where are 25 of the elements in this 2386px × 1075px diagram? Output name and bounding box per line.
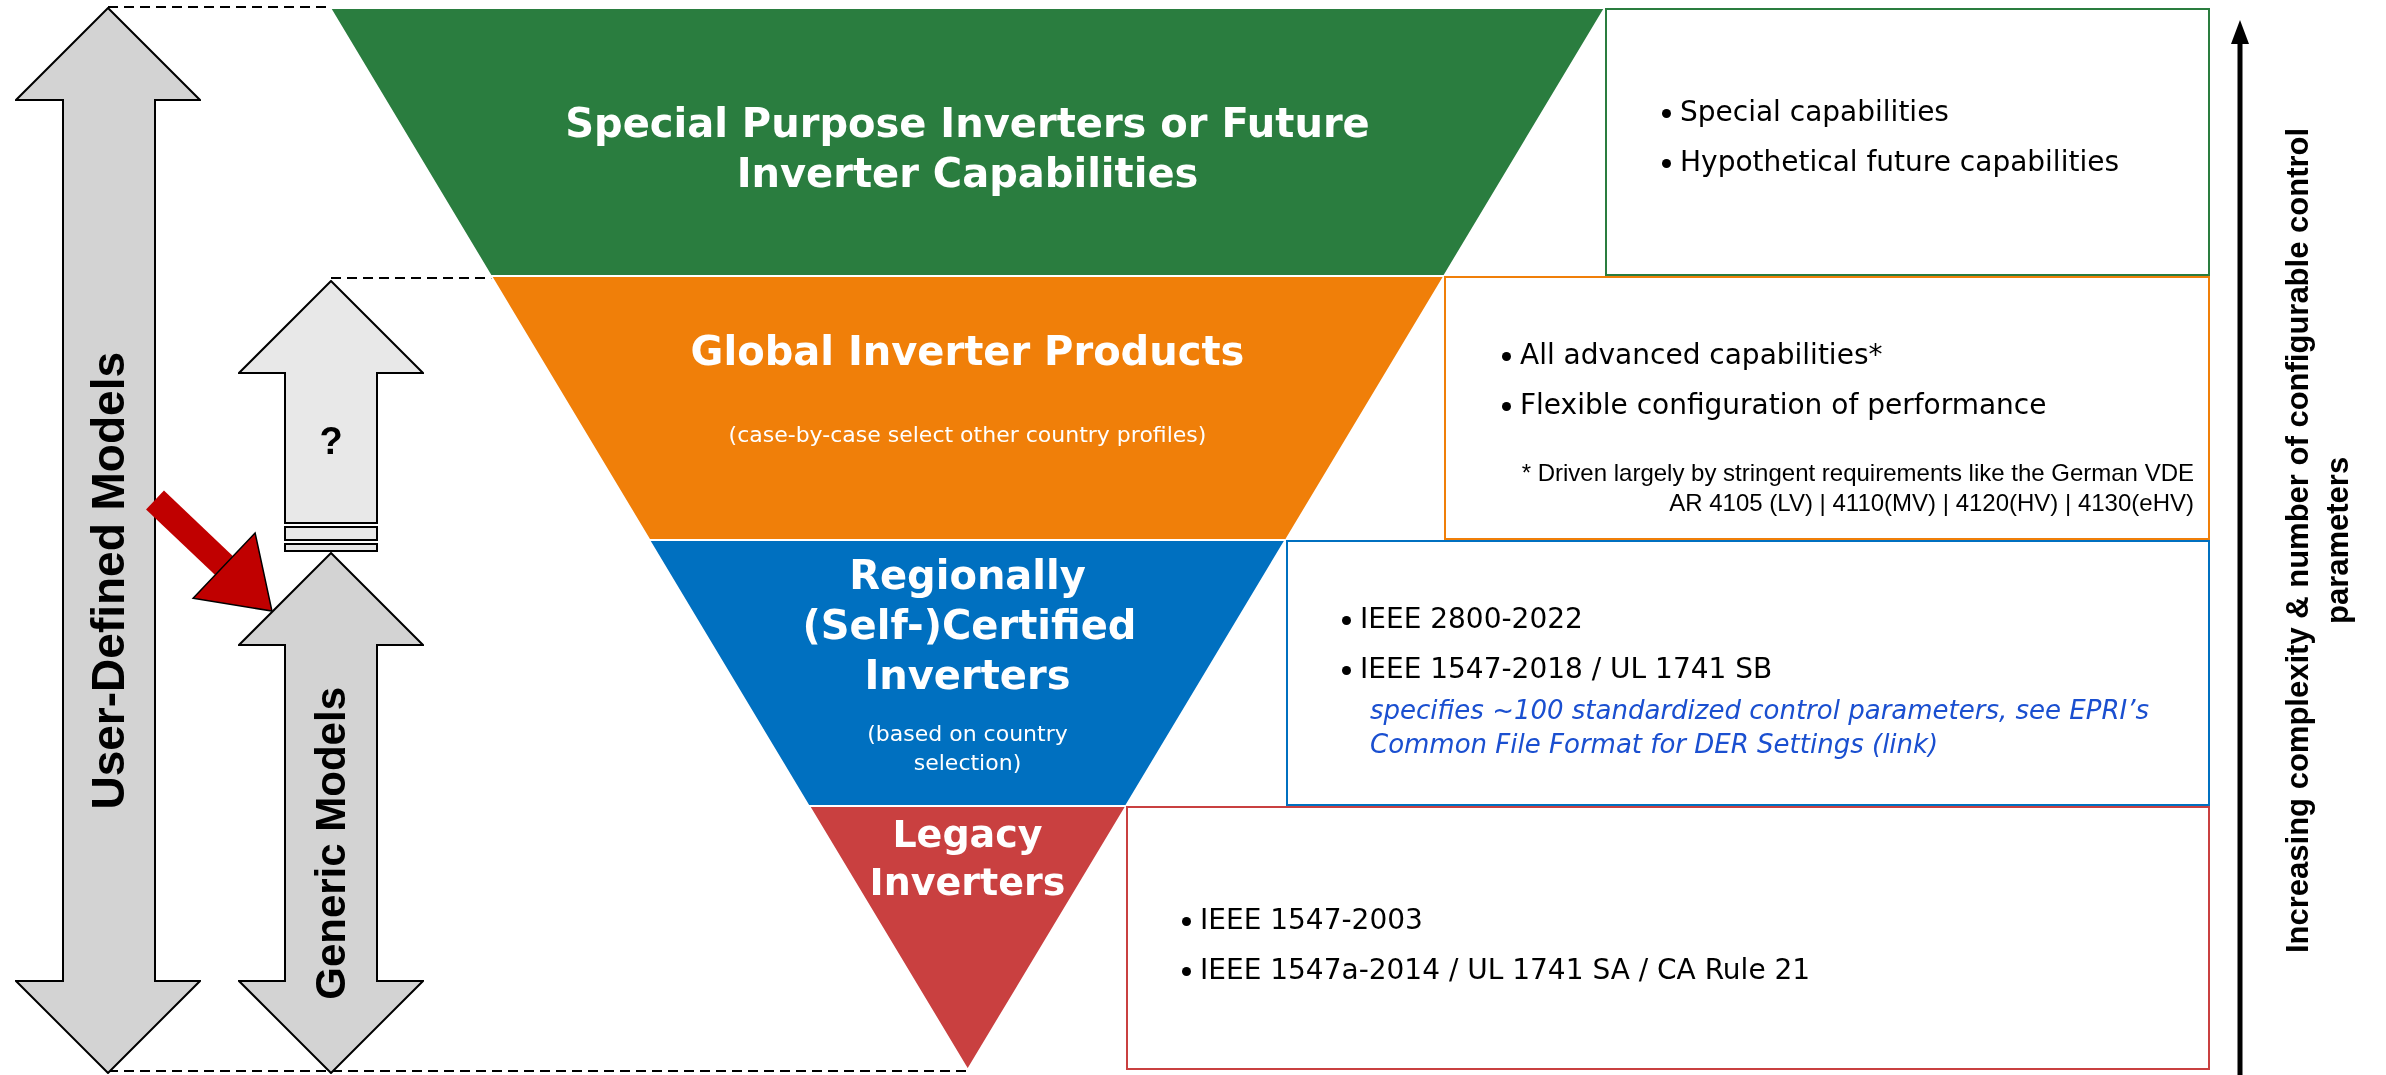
band-title: Legacy Inverters bbox=[868, 811, 1067, 906]
footnote: * Driven largely by stringent requirements like the German VDE AR 4105 (LV) | 4110(MV) | 4120(HV) | 4130(eHV) bbox=[1520, 458, 2194, 518]
arrow-label: User-Defined Models bbox=[81, 351, 135, 810]
bullet-text: IEEE 2800-2022 bbox=[1360, 602, 1583, 635]
band-title: Global Inverter Products bbox=[689, 327, 1246, 376]
info-box bbox=[1126, 806, 2210, 1070]
bullet-text: All advanced capabilities* bbox=[1520, 338, 1883, 371]
info-box bbox=[1285, 540, 2210, 806]
question-mark: ? bbox=[318, 420, 344, 463]
band-subtitle: (based on country selection) bbox=[866, 720, 1069, 777]
info-box bbox=[1444, 276, 2210, 540]
link-text: specifies ~100 standardized control parameters, see EPRI’s Common File Format for DER Settings (link) bbox=[1370, 694, 2150, 761]
band-title: Regionally (Self-)Certified Inverters bbox=[802, 551, 1133, 700]
bullet-text: IEEE 1547a-2014 / UL 1741 SA / CA Rule 21 bbox=[1200, 953, 1811, 986]
info-box bbox=[1605, 8, 2210, 276]
bullet-text: IEEE 1547-2018 / UL 1741 SB bbox=[1360, 652, 1773, 685]
band-subtitle: (case-by-case select other country profiles) bbox=[727, 421, 1208, 449]
block-arrow bbox=[146, 490, 273, 612]
bullet-text: IEEE 1547-2003 bbox=[1200, 903, 1423, 936]
bullet-text: Hypothetical future capabilities bbox=[1680, 145, 2119, 178]
band-title: Special Purpose Inverters or Future Inverter Capabilities bbox=[564, 99, 1371, 198]
axis-label: Increasing complexity & number of configurable control parameters bbox=[2278, 126, 2356, 955]
arrow-label: Generic Models bbox=[307, 686, 355, 1000]
bullet-text: Special capabilities bbox=[1680, 95, 1949, 128]
bullet-text: Flexible configuration of performance bbox=[1520, 388, 2047, 421]
